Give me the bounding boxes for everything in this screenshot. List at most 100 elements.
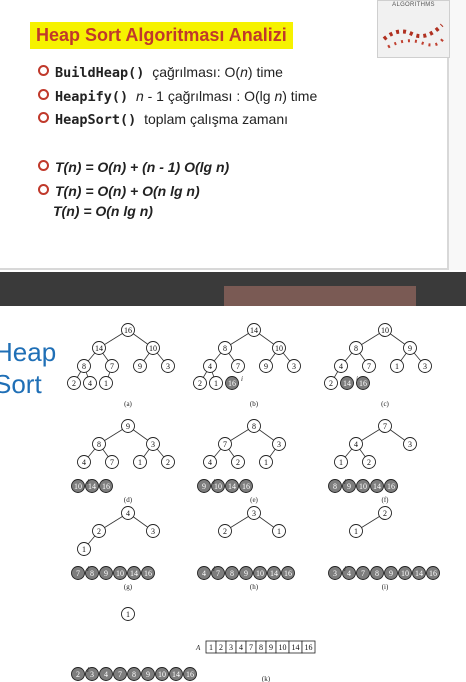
- array-value: 7: [249, 643, 253, 652]
- node-value: 7: [223, 440, 227, 449]
- node-value: 8: [375, 569, 379, 578]
- node-value: 1: [138, 458, 142, 467]
- sorted-node: [71, 667, 85, 681]
- node-value: 14: [172, 670, 180, 679]
- heap-node: [77, 359, 91, 373]
- node-value: 16: [124, 326, 132, 335]
- heap-node: [362, 455, 376, 469]
- sorted-node: [356, 479, 370, 493]
- logo-text: ALGORITHMS: [392, 2, 435, 8]
- book-cover-logo: ALGORITHMS: [377, 0, 450, 58]
- slide-separator: [0, 272, 466, 306]
- node-value: 7: [383, 422, 387, 431]
- node-value: 14: [373, 482, 381, 491]
- node-value: 2: [329, 379, 333, 388]
- heap-node: [209, 376, 223, 390]
- array-value: 8: [259, 643, 263, 652]
- bullet-heapsort: HeapSort() toplam çalışma zamanı: [38, 111, 288, 128]
- heap-node: [133, 359, 147, 373]
- bullet-marker: [38, 65, 49, 76]
- sorted-node: [85, 566, 99, 580]
- sorted-node: [225, 479, 239, 493]
- sorted-node: [267, 566, 281, 580]
- node-value: 1: [214, 379, 218, 388]
- array-value: 4: [239, 643, 243, 652]
- node-value: 4: [126, 509, 130, 518]
- node-value: 1: [354, 527, 358, 536]
- heap-node: [121, 506, 135, 520]
- heap-node: [133, 455, 147, 469]
- heap-node: [247, 323, 261, 337]
- heap-node: [218, 524, 232, 538]
- node-value: 10: [275, 344, 283, 353]
- panel-caption: (a): [124, 400, 132, 408]
- node-value: 2: [383, 509, 387, 518]
- node-value: 3: [423, 362, 427, 371]
- node-value: 7: [216, 569, 220, 578]
- heap-node: [247, 419, 261, 433]
- bullet-marker: [38, 112, 49, 123]
- heap-node: [403, 437, 417, 451]
- node-value: 4: [208, 458, 212, 467]
- panel-caption: (k): [262, 675, 271, 682]
- node-value: 16: [429, 569, 437, 578]
- panel-caption: (c): [381, 400, 389, 408]
- sorted-node: [113, 667, 127, 681]
- separator-tab: [224, 286, 416, 306]
- node-value: 16: [228, 379, 236, 388]
- node-value: 8: [252, 422, 256, 431]
- sorted-node: [141, 667, 155, 681]
- node-value: 16: [387, 482, 395, 491]
- heap-node: [193, 376, 207, 390]
- bullet-marker: [38, 160, 49, 171]
- panel-caption: (g): [124, 583, 133, 591]
- node-value: 4: [339, 362, 343, 371]
- slide-title: Heap Sort Algoritması Analizi: [30, 22, 293, 49]
- node-value: 10: [116, 569, 124, 578]
- formula-3: T(n) = O(n lg n): [53, 203, 153, 219]
- heap-node: [287, 359, 301, 373]
- sorted-node: [340, 376, 354, 390]
- node-value: 8: [132, 670, 136, 679]
- sorted-node: [398, 566, 412, 580]
- heap-node: [77, 542, 91, 556]
- sorted-node: [85, 667, 99, 681]
- node-value: 14: [270, 569, 278, 578]
- node-value: 3: [90, 670, 94, 679]
- node-value: 10: [158, 670, 166, 679]
- heap-node: [362, 359, 376, 373]
- heap-node: [231, 359, 245, 373]
- logo-art: [382, 23, 446, 49]
- sorted-node: [155, 667, 169, 681]
- node-value: 1: [395, 362, 399, 371]
- heap-node: [146, 524, 160, 538]
- array-value: 9: [269, 643, 273, 652]
- index-marker: i: [241, 375, 243, 383]
- array-value: 14: [292, 643, 300, 652]
- sorted-node: [99, 479, 113, 493]
- heap-node: [390, 359, 404, 373]
- node-value: 8: [82, 362, 86, 371]
- side-title: Heap Sort: [0, 336, 56, 400]
- node-value: 4: [347, 569, 351, 578]
- node-value: 2: [367, 458, 371, 467]
- node-value: 3: [333, 569, 337, 578]
- node-value: 9: [389, 569, 393, 578]
- node-value: 3: [408, 440, 412, 449]
- sorted-node: [328, 479, 342, 493]
- node-value: 7: [361, 569, 365, 578]
- node-value: 14: [250, 326, 258, 335]
- heap-node: [334, 455, 348, 469]
- formula-1: T(n) = O(n) + (n - 1) O(lg n): [38, 159, 229, 175]
- heap-node: [272, 524, 286, 538]
- heap-node: [259, 455, 273, 469]
- node-value: 9: [347, 482, 351, 491]
- index-marker: i: [344, 565, 346, 573]
- heap-node: [247, 506, 261, 520]
